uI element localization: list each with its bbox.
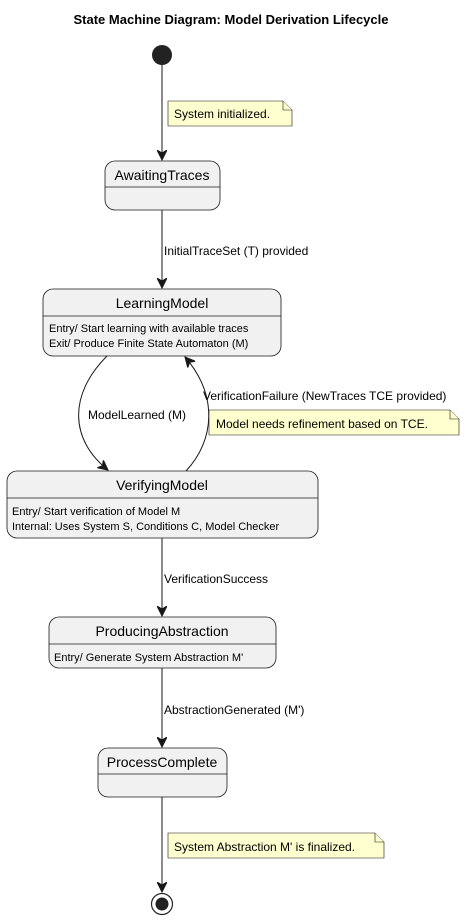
- svg-text:Exit/ Produce Finite State Aut: Exit/ Produce Finite State Automaton (M): [49, 338, 248, 350]
- state-learning-model: LearningModel Entry/ Start learning with…: [42, 288, 282, 357]
- state-verifying-model: VerifyingModel Entry/ Start verification…: [6, 470, 319, 539]
- note-refinement: Model needs refinement based on TCE.: [208, 409, 460, 436]
- transition-learning-to-verifying: [78, 355, 108, 470]
- svg-text:Entry/ Generate System Abstrac: Entry/ Generate System Abstraction M': [54, 652, 243, 664]
- state-awaiting-traces: AwaitingTraces: [104, 160, 221, 211]
- svg-text:Entry/ Start learning with ava: Entry/ Start learning with available tra…: [49, 323, 249, 335]
- state-producing-abstraction: ProducingAbstraction Entry/ Generate Sys…: [48, 616, 277, 669]
- transition-label-verification-success: VerificationSuccess: [164, 572, 268, 586]
- state-process-complete: ProcessComplete: [97, 747, 228, 798]
- svg-text:Entry/ Start verification of M: Entry/ Start verification of Model M: [12, 506, 180, 518]
- svg-text:Model needs refinement based o: Model needs refinement based on TCE.: [216, 417, 428, 431]
- svg-text:LearningModel: LearningModel: [116, 295, 209, 311]
- initial-state: [152, 45, 172, 65]
- svg-text:ProcessComplete: ProcessComplete: [107, 754, 218, 770]
- transition-label-initial-trace-set: InitialTraceSet (T) provided: [164, 244, 308, 258]
- transition-label-abstraction-generated: AbstractionGenerated (M'): [164, 703, 304, 717]
- diagram-title: State Machine Diagram: Model Derivation …: [74, 12, 389, 27]
- final-state: [150, 892, 174, 916]
- svg-text:System initialized.: System initialized.: [174, 107, 270, 121]
- note-system-initialized: System initialized.: [167, 100, 293, 127]
- svg-text:VerifyingModel: VerifyingModel: [116, 477, 208, 493]
- transition-label-verification-failure: VerificationFailure (NewTraces TCE provi…: [203, 389, 446, 403]
- svg-text:System Abstraction M' is final: System Abstraction M' is finalized.: [174, 840, 355, 854]
- transition-label-model-learned: ModelLearned (M): [88, 408, 186, 422]
- note-finalized: System Abstraction M' is finalized.: [167, 832, 385, 859]
- svg-text:Internal: Uses System S, Condi: Internal: Uses System S, Conditions C, M…: [12, 521, 280, 533]
- svg-text:AwaitingTraces: AwaitingTraces: [115, 167, 210, 183]
- svg-text:ProducingAbstraction: ProducingAbstraction: [95, 623, 228, 639]
- transition-verifying-to-learning: [185, 357, 210, 472]
